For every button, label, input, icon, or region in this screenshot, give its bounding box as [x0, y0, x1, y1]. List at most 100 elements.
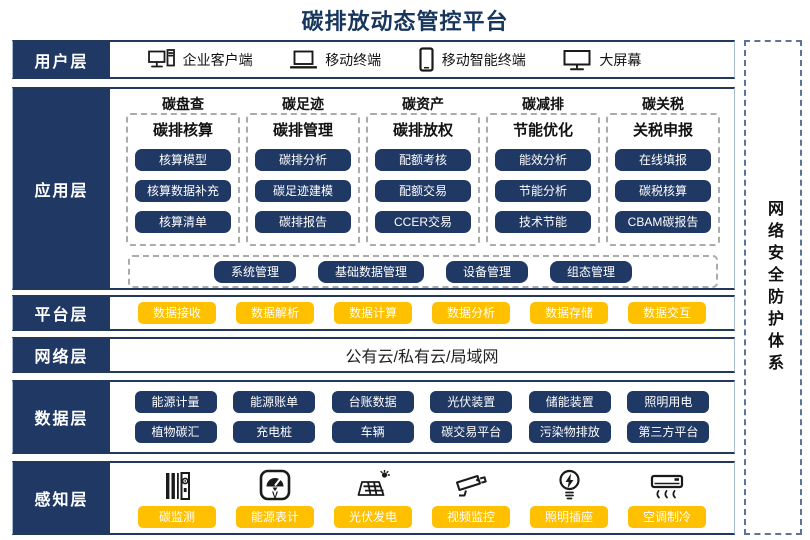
data-source-pill: 植物碳汇	[134, 421, 217, 443]
device-label: 移动终端	[325, 51, 382, 68]
app-item-pill: 在线填报	[615, 149, 711, 171]
app-column-carbon-reduction: 碳减排 节能优化 能效分析 节能分析 技术节能	[486, 94, 600, 246]
layer-label-data: 数据层	[13, 382, 110, 452]
app-item-pill: 碳排报告	[255, 211, 351, 233]
common-module-pill: 基础数据管理	[317, 260, 424, 283]
energy-meter-icon: V	[259, 468, 291, 501]
page-title: 碳排放动态管控平台	[301, 9, 509, 34]
data-source-pill: 照明用电	[627, 391, 710, 413]
sense-item-solar: 光伏发电	[334, 468, 412, 528]
sense-label-pill: 照明插座	[530, 506, 608, 528]
sense-label-pill: 碳监测	[138, 506, 216, 528]
common-module-pill: 系统管理	[213, 260, 296, 283]
security-sidebar-label: 网络安全防护体系	[765, 199, 782, 376]
app-module-title: 节能优化	[512, 122, 573, 139]
device-label: 移动智能终端	[441, 51, 526, 68]
solar-panel-icon	[356, 468, 390, 501]
sense-item-ac: 空调制冷	[628, 468, 706, 528]
layer-user: 用户层 企业客户端 移动终端	[12, 40, 735, 79]
desktop-pc-icon	[147, 48, 175, 71]
sense-label-pill: 视频监控	[432, 506, 510, 528]
data-source-pill: 车辆	[331, 421, 414, 443]
data-source-pill: 储能装置	[528, 391, 611, 413]
app-module-box: 碳排管理 碳排分析 碳足迹建模 碳排报告	[246, 113, 360, 246]
smartphone-icon	[419, 47, 434, 72]
common-modules-box: 系统管理 基础数据管理 设备管理 组态管理	[128, 255, 718, 288]
data-source-pill: 能源计量	[134, 391, 217, 413]
app-module-title: 关税申报	[632, 122, 693, 139]
device-label: 大屏幕	[599, 51, 642, 68]
app-column-header: 碳资产	[402, 96, 444, 112]
app-item-pill: 碳税核算	[615, 180, 711, 202]
app-item-pill: 配额交易	[375, 180, 471, 202]
laptop-icon	[290, 50, 318, 70]
platform-pill: 数据分析	[432, 302, 510, 324]
user-device-big-screen: 大屏幕	[563, 49, 641, 71]
layer-platform: 平台层 数据接收 数据解析 数据计算 数据分析 数据存储 数据交互	[12, 295, 735, 331]
app-item-pill: 核算数据补充	[135, 180, 231, 202]
sense-item-cctv: 视频监控	[432, 468, 510, 528]
app-module-box: 碳排核算 核算模型 核算数据补充 核算清单	[126, 113, 240, 246]
user-devices: 企业客户端 移动终端 移动智能终端	[110, 42, 734, 77]
data-source-pill: 充电桩	[233, 421, 316, 443]
app-column-header: 碳减排	[522, 96, 564, 112]
app-item-pill: 核算模型	[135, 149, 231, 171]
app-column-carbon-asset: 碳资产 碳排放权 配额考核 配额交易 CCER交易	[366, 94, 480, 246]
layer-label-perception: 感知层	[13, 463, 110, 533]
app-item-pill: 碳排分析	[255, 149, 351, 171]
app-item-pill: 技术节能	[495, 211, 591, 233]
app-item-pill: 配额考核	[375, 149, 471, 171]
app-module-box: 关税申报 在线填报 碳税核算 CBAM碳报告	[606, 113, 720, 246]
sense-label-pill: 能源表计	[236, 506, 314, 528]
app-item-pill: 能效分析	[495, 149, 591, 171]
platform-pill: 数据解析	[236, 302, 314, 324]
data-source-pill: 能源账单	[233, 391, 316, 413]
data-source-row: 植物碳汇 充电桩 车辆 碳交易平台 污染物排放 第三方平台	[118, 421, 726, 443]
platform-pill: 数据接收	[138, 302, 216, 324]
layer-network: 网络层 公有云/私有云/局域网	[12, 337, 735, 373]
data-source-pill: 碳交易平台	[430, 421, 513, 443]
data-source-row: 能源计量 能源账单 台账数据 光伏装置 储能装置 照明用电	[118, 391, 726, 413]
perception-items: 碳监测 V 能源表计	[110, 463, 734, 533]
platform-pill: 数据存储	[530, 302, 608, 324]
carbon-monitor-icon	[162, 468, 192, 501]
layer-label-platform: 平台层	[13, 297, 110, 329]
common-module-pill: 组态管理	[550, 260, 633, 283]
big-screen-icon	[563, 49, 591, 71]
user-device-mobile-terminal: 移动终端	[290, 50, 381, 70]
app-item-pill: CBAM碳报告	[615, 211, 711, 233]
app-item-pill: 核算清单	[135, 211, 231, 233]
layer-application: 应用层 碳盘查 碳排核算 核算模型 核算数据补充 核算清单 碳足迹 碳排管理	[12, 87, 735, 290]
svg-text:V: V	[272, 490, 278, 500]
app-module-title: 碳排核算	[152, 122, 213, 139]
app-column-header: 碳足迹	[282, 96, 324, 112]
device-label: 企业客户端	[182, 51, 253, 68]
data-source-pill: 第三方平台	[627, 421, 710, 443]
app-module-title: 碳排管理	[272, 122, 333, 139]
common-module-pill: 设备管理	[446, 260, 529, 283]
sense-item-energy-meter: V 能源表计	[236, 468, 314, 528]
app-module-title: 碳排放权	[392, 122, 453, 139]
layer-label-network: 网络层	[13, 339, 110, 371]
application-content: 碳盘查 碳排核算 核算模型 核算数据补充 核算清单 碳足迹 碳排管理 碳排分析 …	[110, 89, 734, 288]
platform-pill: 数据交互	[628, 302, 706, 324]
layer-label-application: 应用层	[13, 89, 110, 288]
app-column-carbon-inventory: 碳盘查 碳排核算 核算模型 核算数据补充 核算清单	[126, 94, 240, 246]
user-device-enterprise-client: 企业客户端	[147, 48, 253, 71]
sense-item-carbon-monitor: 碳监测	[138, 468, 216, 528]
layer-data: 数据层 能源计量 能源账单 台账数据 光伏装置 储能装置 照明用电 植物碳汇 充…	[12, 380, 735, 454]
application-columns: 碳盘查 碳排核算 核算模型 核算数据补充 核算清单 碳足迹 碳排管理 碳排分析 …	[122, 94, 724, 246]
app-item-pill: CCER交易	[375, 211, 471, 233]
cctv-camera-icon	[454, 468, 488, 501]
app-item-pill: 碳足迹建模	[255, 180, 351, 202]
layer-perception: 感知层 碳监测	[12, 461, 735, 535]
app-item-pill: 节能分析	[495, 180, 591, 202]
data-sources: 能源计量 能源账单 台账数据 光伏装置 储能装置 照明用电 植物碳汇 充电桩 车…	[110, 382, 734, 452]
sense-label-pill: 光伏发电	[334, 506, 412, 528]
sense-item-lighting: 照明插座	[530, 468, 608, 528]
sense-label-pill: 空调制冷	[628, 506, 706, 528]
data-source-pill: 光伏装置	[430, 391, 513, 413]
app-module-box: 碳排放权 配额考核 配额交易 CCER交易	[366, 113, 480, 246]
platform-pill: 数据计算	[334, 302, 412, 324]
user-device-smart-terminal: 移动智能终端	[419, 47, 526, 72]
